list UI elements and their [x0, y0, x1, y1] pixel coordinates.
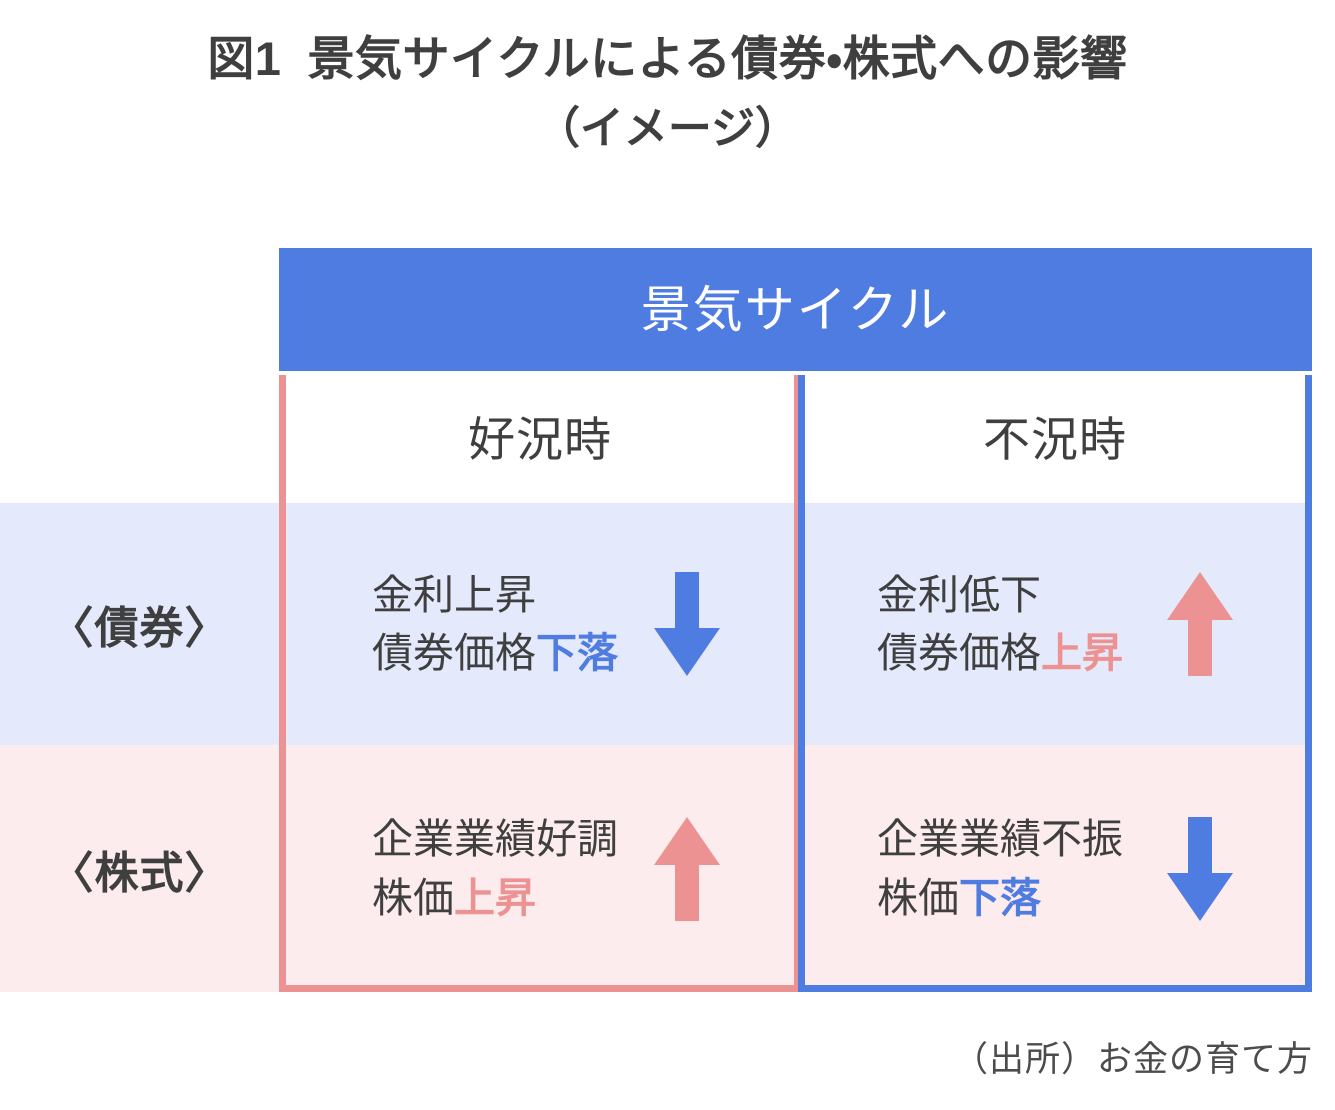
column-header-bad: 不況時: [805, 375, 1305, 503]
cell-bond-good-line2: 債券価格下落: [372, 624, 618, 682]
cell-stock-bad-line2-emphasis: 下落: [959, 874, 1041, 921]
figure-title-text: 景気サイクルによる債券・株式への影響: [307, 32, 1128, 85]
cell-stock-good-line2: 株価上昇: [372, 869, 618, 927]
cell-stock-good-text: 企業業績好調 株価上昇: [372, 810, 618, 926]
cell-stock-bad-line2: 株価下落: [877, 869, 1123, 927]
cell-bond-good-text: 金利上昇 債券価格下落: [372, 566, 618, 682]
cell-bond-good-line1: 金利上昇: [372, 571, 536, 618]
cell-bond-bad-line1: 金利低下: [877, 571, 1041, 618]
column-header-good: 好況時: [286, 375, 794, 503]
column-header-good-label: 好況時: [468, 412, 612, 466]
table-header-label: 景気サイクル: [640, 281, 951, 338]
cell-stock-bad-line2-plain: 株価: [877, 874, 959, 921]
cell-bond-bad-line2: 債券価格上昇: [877, 624, 1123, 682]
row-band-stock: [0, 745, 1310, 992]
cell-bond-good-line2-plain: 債券価格: [372, 630, 536, 676]
cell-stock-good-line2-emphasis: 上昇: [454, 874, 536, 921]
cell-bond-bad-line2-plain: 債券価格: [877, 630, 1041, 676]
figure-number: 図1: [207, 32, 282, 85]
cell-stock-bad-line1: 企業業績不振: [877, 816, 1123, 863]
cell-stock-bad-text: 企業業績不振 株価下落: [877, 810, 1123, 926]
page-title: 図1 景気サイクルによる債券・株式への影響: [0, 30, 1335, 89]
cell-stock-good-line1: 企業業績好調: [372, 816, 618, 863]
source-note: （出所）お金の育て方: [952, 1040, 1313, 1079]
figure-subtitle: （イメージ）: [535, 103, 800, 153]
cell-stock-good: 企業業績好調 株価上昇: [286, 745, 794, 992]
arrow-down-blue-icon: [654, 572, 720, 676]
cell-bond-good: 金利上昇 債券価格下落: [286, 503, 794, 745]
cell-bond-bad: 金利低下 債券価格上昇: [805, 503, 1305, 745]
cell-stock-good-line2-plain: 株価: [372, 874, 454, 921]
cell-stock-bad: 企業業績不振 株価下落: [805, 745, 1305, 992]
column-header-bad-label: 不況時: [983, 412, 1127, 466]
arrow-down-blue-icon: [1167, 816, 1233, 921]
cell-bond-good-line2-emphasis: 下落: [536, 630, 618, 676]
cell-bond-bad-text: 金利低下 債券価格上昇: [877, 566, 1123, 682]
cell-bond-bad-line2-emphasis: 上昇: [1041, 630, 1123, 676]
arrow-up-pink-icon: [1167, 572, 1233, 676]
arrow-up-pink-icon: [654, 816, 720, 921]
figure-title-block: 図1 景気サイクルによる債券・株式への影響 （イメージ）: [0, 0, 1335, 158]
row-band-bond: [0, 503, 1310, 745]
table-header-bar: 景気サイクル: [279, 248, 1312, 371]
row-label-bond: 〈債券〉: [49, 604, 230, 653]
business-cycle-table: 景気サイクル 好況時 不況時 〈債券〉 〈株式〉 金利上昇 債券価格下落 金利低…: [0, 242, 1335, 1002]
row-label-stock: 〈株式〉: [49, 848, 230, 898]
